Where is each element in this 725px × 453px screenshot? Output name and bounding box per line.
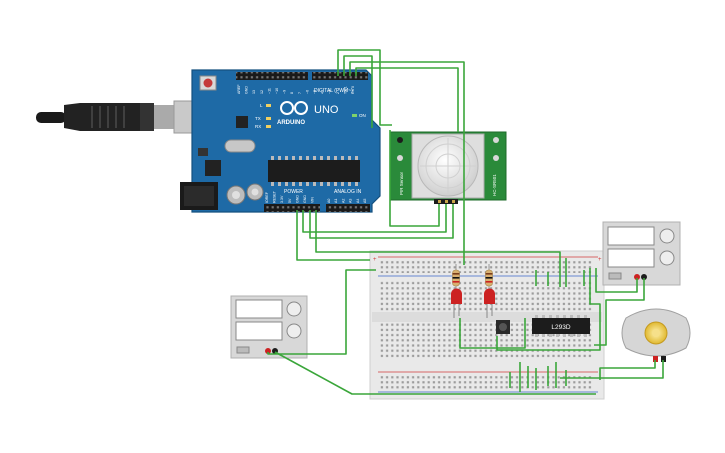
power-header[interactable] — [264, 204, 320, 212]
l293d-chip[interactable]: L293D — [532, 315, 590, 337]
red-led-2[interactable] — [484, 288, 495, 319]
red-led-1[interactable] — [451, 288, 462, 319]
power-pin-label-3: 5V — [288, 198, 292, 203]
svg-text:+: + — [373, 257, 377, 263]
arduino-model-label: UNO — [314, 104, 339, 116]
reset-button-icon[interactable] — [199, 75, 217, 91]
digital-pin-label-1: GND — [245, 86, 249, 94]
digital-pin-label-4: ~11 — [267, 88, 271, 94]
led-tx-label: TX — [255, 116, 261, 121]
digital-header[interactable] — [236, 72, 368, 80]
power-pin-label-2: 3.3V — [280, 195, 284, 203]
pir-label-right: HC-SR501 — [492, 174, 497, 196]
led-l-label: L — [260, 103, 263, 108]
digital-pin-label-15: RX 0 — [351, 86, 355, 94]
pir-sensor[interactable]: PIR Sensor HC-SR501 — [389, 131, 507, 204]
digital-pin-label-14: TX 1 — [343, 86, 347, 94]
analog-header-label: ANALOG IN — [334, 189, 362, 195]
analog-pin-label-2: A2 — [341, 199, 345, 203]
power-supply-left[interactable] — [230, 295, 308, 359]
digital-pin-label-8: 7 — [298, 92, 302, 94]
resistor-2[interactable] — [485, 264, 493, 294]
power-supply-right[interactable] — [602, 221, 681, 286]
power-pin-label-0: IOREF — [265, 191, 269, 203]
analog-pin-label-3: A3 — [349, 199, 353, 203]
digital-pin-label-2: 13 — [252, 90, 256, 94]
power-pin-label-5: GND — [303, 195, 307, 203]
svg-text:–: – — [373, 392, 377, 398]
usb-cable-icon — [36, 100, 197, 134]
resistor-1[interactable] — [452, 264, 460, 294]
digital-pin-label-5: ~10 — [275, 88, 279, 94]
digital-pin-label-13: 2 — [336, 92, 340, 94]
digital-header-label: DIGITAL (PWM~) — [314, 88, 353, 94]
motor-icon[interactable] — [621, 308, 691, 362]
pir-label-left: PIR Sensor — [399, 171, 404, 195]
chip-label: L293D — [551, 324, 570, 331]
digital-pin-label-12: ~3 — [328, 90, 332, 94]
led-rx-label: RX — [255, 124, 261, 129]
analog-header[interactable] — [326, 204, 370, 212]
digital-pin-label-6: ~9 — [283, 90, 287, 94]
power-header-label: POWER — [284, 189, 303, 195]
led-on-label: ON — [359, 113, 366, 118]
digital-pin-label-9: ~6 — [305, 90, 309, 94]
digital-pin-label-0: AREF — [237, 84, 241, 94]
analog-pin-label-5: A5 — [363, 199, 367, 203]
svg-text:+: + — [598, 257, 602, 263]
pushbutton-icon[interactable] — [496, 320, 510, 334]
analog-pin-label-4: A4 — [356, 199, 360, 203]
arduino-logo-icon — [280, 101, 308, 115]
arduino-brand-label: ARDUINO — [277, 120, 305, 126]
digital-pin-label-11: 4 — [321, 92, 325, 94]
analog-pin-label-1: A1 — [334, 199, 338, 203]
power-pin-label-6: VIN — [311, 197, 315, 203]
arduino-uno-board[interactable]: L TX RX ON ARDUINO UNO DIGITAL (PWM~) AR… — [180, 69, 381, 213]
analog-pin-label-0: A0 — [327, 199, 331, 203]
wires — [267, 49, 664, 395]
power-pin-label-1: RESET — [273, 190, 277, 203]
dc-jack-icon — [180, 182, 218, 210]
digital-pin-label-10: ~5 — [313, 90, 317, 94]
power-pin-label-4: GND — [295, 195, 299, 203]
digital-pin-label-7: 8 — [290, 92, 294, 94]
digital-pin-label-3: 12 — [260, 90, 264, 94]
